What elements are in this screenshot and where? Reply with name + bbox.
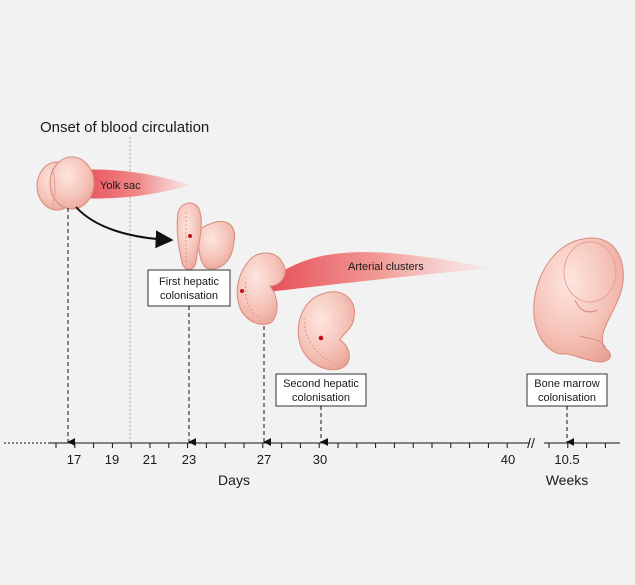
embryo-day-30-illustration (297, 291, 356, 371)
tick-label-30: 30 (313, 452, 327, 467)
second-hepatic-colonisation-box: Second hepatic colonisation (275, 373, 367, 407)
tick-label-19: 19 (105, 452, 119, 467)
axis-break-symbol: // (527, 435, 535, 451)
timeline-ticks (55, 443, 606, 448)
migration-arrow (75, 206, 174, 249)
bone-marrow-colonisation-box: Bone marrow colonisation (526, 373, 608, 407)
fetus-10-5-weeks-illustration (533, 237, 624, 363)
weeks-axis-label: Weeks (546, 472, 589, 488)
tick-label-27: 27 (257, 452, 271, 467)
arterial-spot-marker (240, 289, 244, 293)
second-hepatic-line-1: Second hepatic (283, 378, 359, 390)
tick-label-10-5: 10.5 (554, 452, 579, 467)
tick-label-21: 21 (143, 452, 157, 467)
arterial-clusters-label: Arterial clusters (348, 261, 424, 273)
second-hepatic-line-2: colonisation (292, 392, 350, 404)
bone-marrow-line-2: colonisation (538, 392, 596, 404)
onset-label: Onset of blood circulation (40, 119, 209, 136)
embryo-day-23-illustration (176, 202, 236, 270)
tick-label-17: 17 (67, 452, 81, 467)
embryo-day-27-illustration (236, 252, 286, 325)
bone-marrow-line-1: Bone marrow (534, 378, 599, 390)
days-axis-label: Days (218, 472, 250, 488)
arterial-clusters-stream (268, 252, 490, 292)
liver-spot-marker (318, 335, 324, 341)
first-hepatic-line-1: First hepatic (159, 276, 219, 288)
tick-label-40: 40 (501, 452, 515, 467)
first-hepatic-line-2: colonisation (160, 290, 218, 302)
first-hepatic-colonisation-box: First hepatic colonisation (147, 269, 231, 307)
yolk-sac-label: Yolk sac (100, 180, 141, 192)
yolk-sac-embryo-illustration (36, 156, 95, 211)
yolk-sac-stream (78, 169, 190, 199)
tick-label-23: 23 (182, 452, 196, 467)
hepatic-spot-marker (188, 234, 192, 238)
